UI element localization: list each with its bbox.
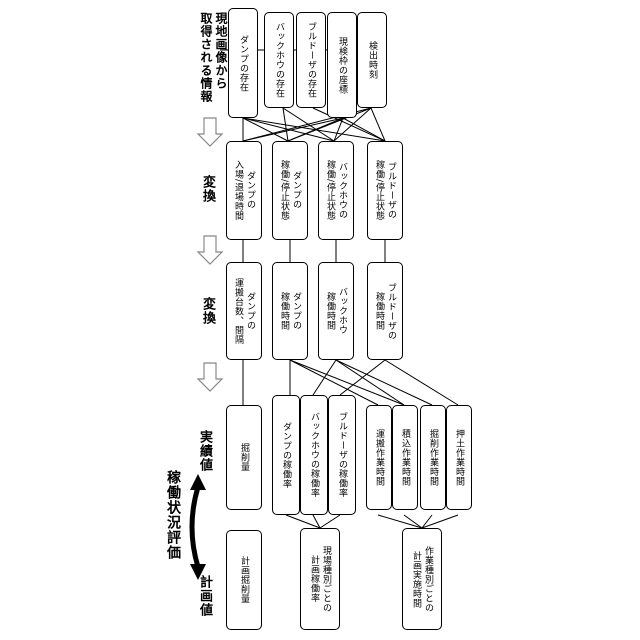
frame-coord-text: 現検枠の座標 [336, 37, 348, 94]
bulldozer-op-time-text: ブルドーザの稼働時間 [373, 283, 397, 340]
bulldozer-rate-box: ブルドーザの稼働率 [328, 395, 356, 515]
loading-time-box: 積込作業時間 [392, 405, 418, 510]
backhoe-rate-text: バックホウの稼働率 [308, 412, 320, 498]
plan-label: 計画値 [197, 575, 212, 617]
planned-excavation-text: 計画掘削量 [238, 556, 250, 604]
excavation-time-text: 掘削作業時間 [427, 429, 439, 486]
planned-work-time-text: 作業種別ごとの計画実施時間 [410, 546, 434, 613]
bulldozer-exist-box: ブルドーザの存在 [296, 12, 326, 108]
actual-label: 実績値 [197, 430, 212, 472]
backhoe-rate-box: バックホウの稼働率 [300, 395, 328, 515]
bulldozer-op-time-box: ブルドーザの稼働時間 [367, 262, 403, 360]
detect-time-box: 検出時刻 [357, 12, 387, 108]
backhoe-exist-text: バックホウの存在 [273, 22, 285, 98]
backhoe-state-text: バックホウの稼働/停止状態 [324, 160, 348, 221]
dump-op-time-box: ダンプの稼働時間 [272, 262, 308, 360]
planned-rate-text: 現場種別ごとの計画稼働率 [308, 546, 332, 613]
dump-entry-time-box: ダンプの入場/退場時間 [226, 141, 262, 240]
dump-exist-box: ダンプの存在 [228, 8, 258, 118]
bulldozer-state-text: ブルドーザの稼働/停止状態 [373, 160, 397, 221]
transport-time-text: 運搬作業時間 [373, 429, 385, 486]
dump-trips-box: ダンプの運搬台数、間隔 [226, 262, 262, 360]
info-title: 現地画像から取得される情報 [198, 12, 228, 103]
pushing-time-box: 押土作業時間 [446, 405, 472, 510]
dump-op-time-text: ダンプの稼働時間 [278, 292, 302, 330]
dump-rate-text: ダンプの稼働率 [280, 422, 292, 489]
planned-rate-box: 現場種別ごとの計画稼働率 [300, 528, 340, 630]
backhoe-exist-box: バックホウの存在 [264, 12, 294, 108]
dump-rate-box: ダンプの稼働率 [272, 395, 300, 515]
bulldozer-exist-text: ブルドーザの存在 [305, 22, 317, 98]
evaluation-label: 稼働状況評価 [165, 470, 180, 560]
planned-excavation-box: 計画掘削量 [226, 530, 262, 630]
dump-state-text: ダンプの稼働/停止状態 [278, 160, 302, 221]
excavation-time-box: 掘削作業時間 [420, 405, 446, 510]
dump-state-box: ダンプの稼働/停止状態 [272, 141, 308, 240]
convert-label-1: 変換 [200, 175, 215, 203]
detect-time-text: 検出時刻 [366, 41, 378, 79]
backhoe-op-time-text: バックホウ稼働時間 [324, 287, 348, 335]
convert-label-2: 変換 [200, 297, 215, 325]
dump-entry-time-text: ダンプの入場/退場時間 [232, 160, 256, 221]
excavation-amount-text: 掘削量 [238, 443, 250, 472]
bulldozer-rate-text: ブルドーザの稼働率 [336, 412, 348, 498]
bulldozer-state-box: ブルドーザの稼働/停止状態 [367, 141, 403, 240]
planned-work-time-box: 作業種別ごとの計画実施時間 [402, 528, 442, 630]
transport-time-box: 運搬作業時間 [366, 405, 392, 510]
backhoe-state-box: バックホウの稼働/停止状態 [318, 141, 354, 240]
dump-exist-text: ダンプの存在 [237, 35, 249, 92]
excavation-amount-box: 掘削量 [226, 405, 262, 510]
loading-time-text: 積込作業時間 [399, 429, 411, 486]
pushing-time-text: 押土作業時間 [453, 429, 465, 486]
frame-coord-box: 現検枠の座標 [327, 12, 357, 118]
backhoe-op-time-box: バックホウ稼働時間 [318, 262, 354, 360]
dump-trips-text: ダンプの運搬台数、間隔 [232, 278, 256, 345]
